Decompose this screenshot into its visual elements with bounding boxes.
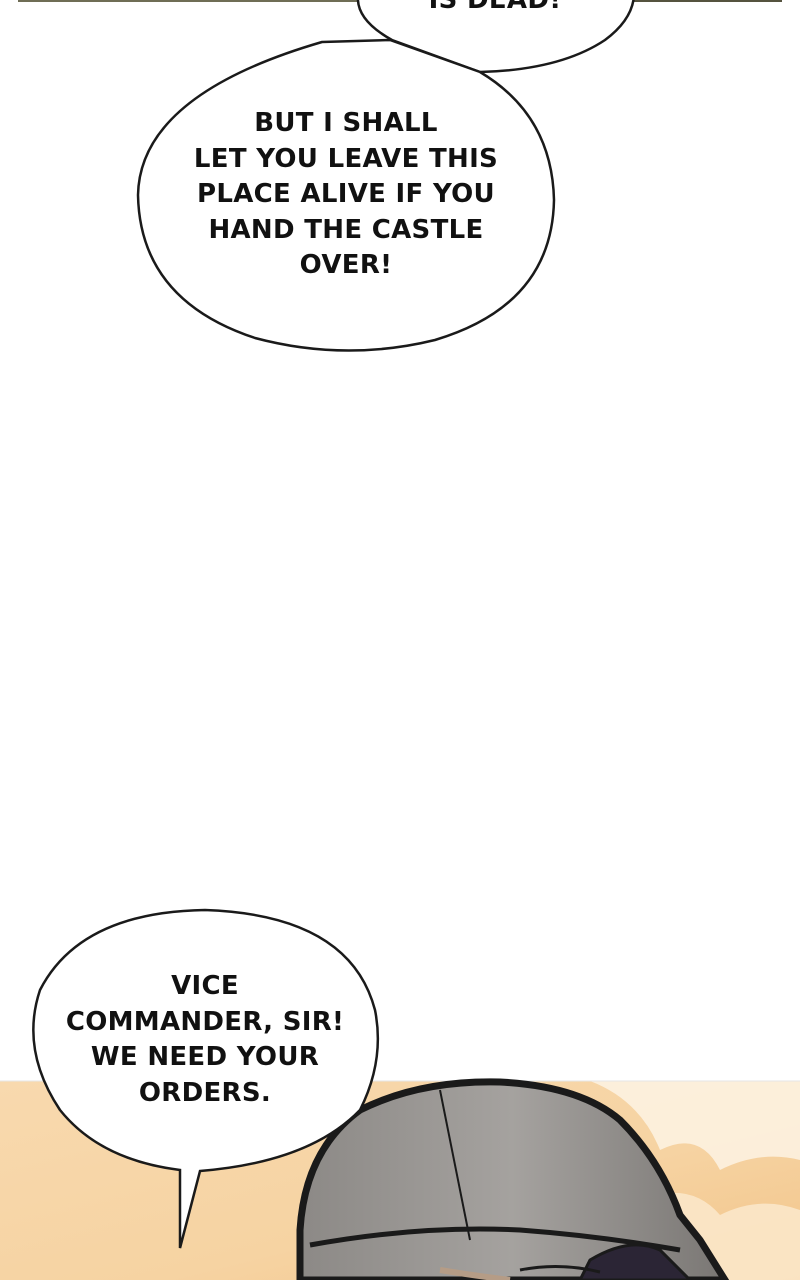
speech-line: VICE (171, 971, 239, 1001)
speech-bubble-top (356, 0, 635, 74)
speech-text-bottom: VICE COMMANDER, SIR! WE NEED YOUR ORDERS… (55, 969, 355, 1111)
speech-line: BUT I SHALL (254, 108, 438, 138)
speech-text-middle: BUT I SHALL LET YOU LEAVE THIS PLACE ALI… (186, 106, 506, 284)
speech-line: OVER! (299, 250, 393, 280)
speech-line: IS DEAD! (428, 0, 562, 15)
helmeted-soldier-icon (296, 1078, 730, 1280)
speech-line: COMMANDER, SIR! (65, 1006, 345, 1037)
speech-bubble-middle (136, 38, 556, 352)
speech-line: WE NEED YOUR (90, 1042, 320, 1072)
speech-line: HAND THE CASTLE (208, 214, 484, 245)
speech-bubble-bottom (32, 908, 380, 1249)
top-panel-edge-right (632, 0, 782, 2)
top-panel-edge-left (18, 0, 363, 2)
speech-line: PLACE ALIVE IF YOU (197, 179, 495, 209)
cloud (590, 1081, 800, 1170)
speech-line: ORDERS. (138, 1077, 272, 1108)
speech-text-top: IS DEAD! (380, 0, 610, 19)
speech-line: LET YOU LEAVE THIS (193, 143, 499, 174)
